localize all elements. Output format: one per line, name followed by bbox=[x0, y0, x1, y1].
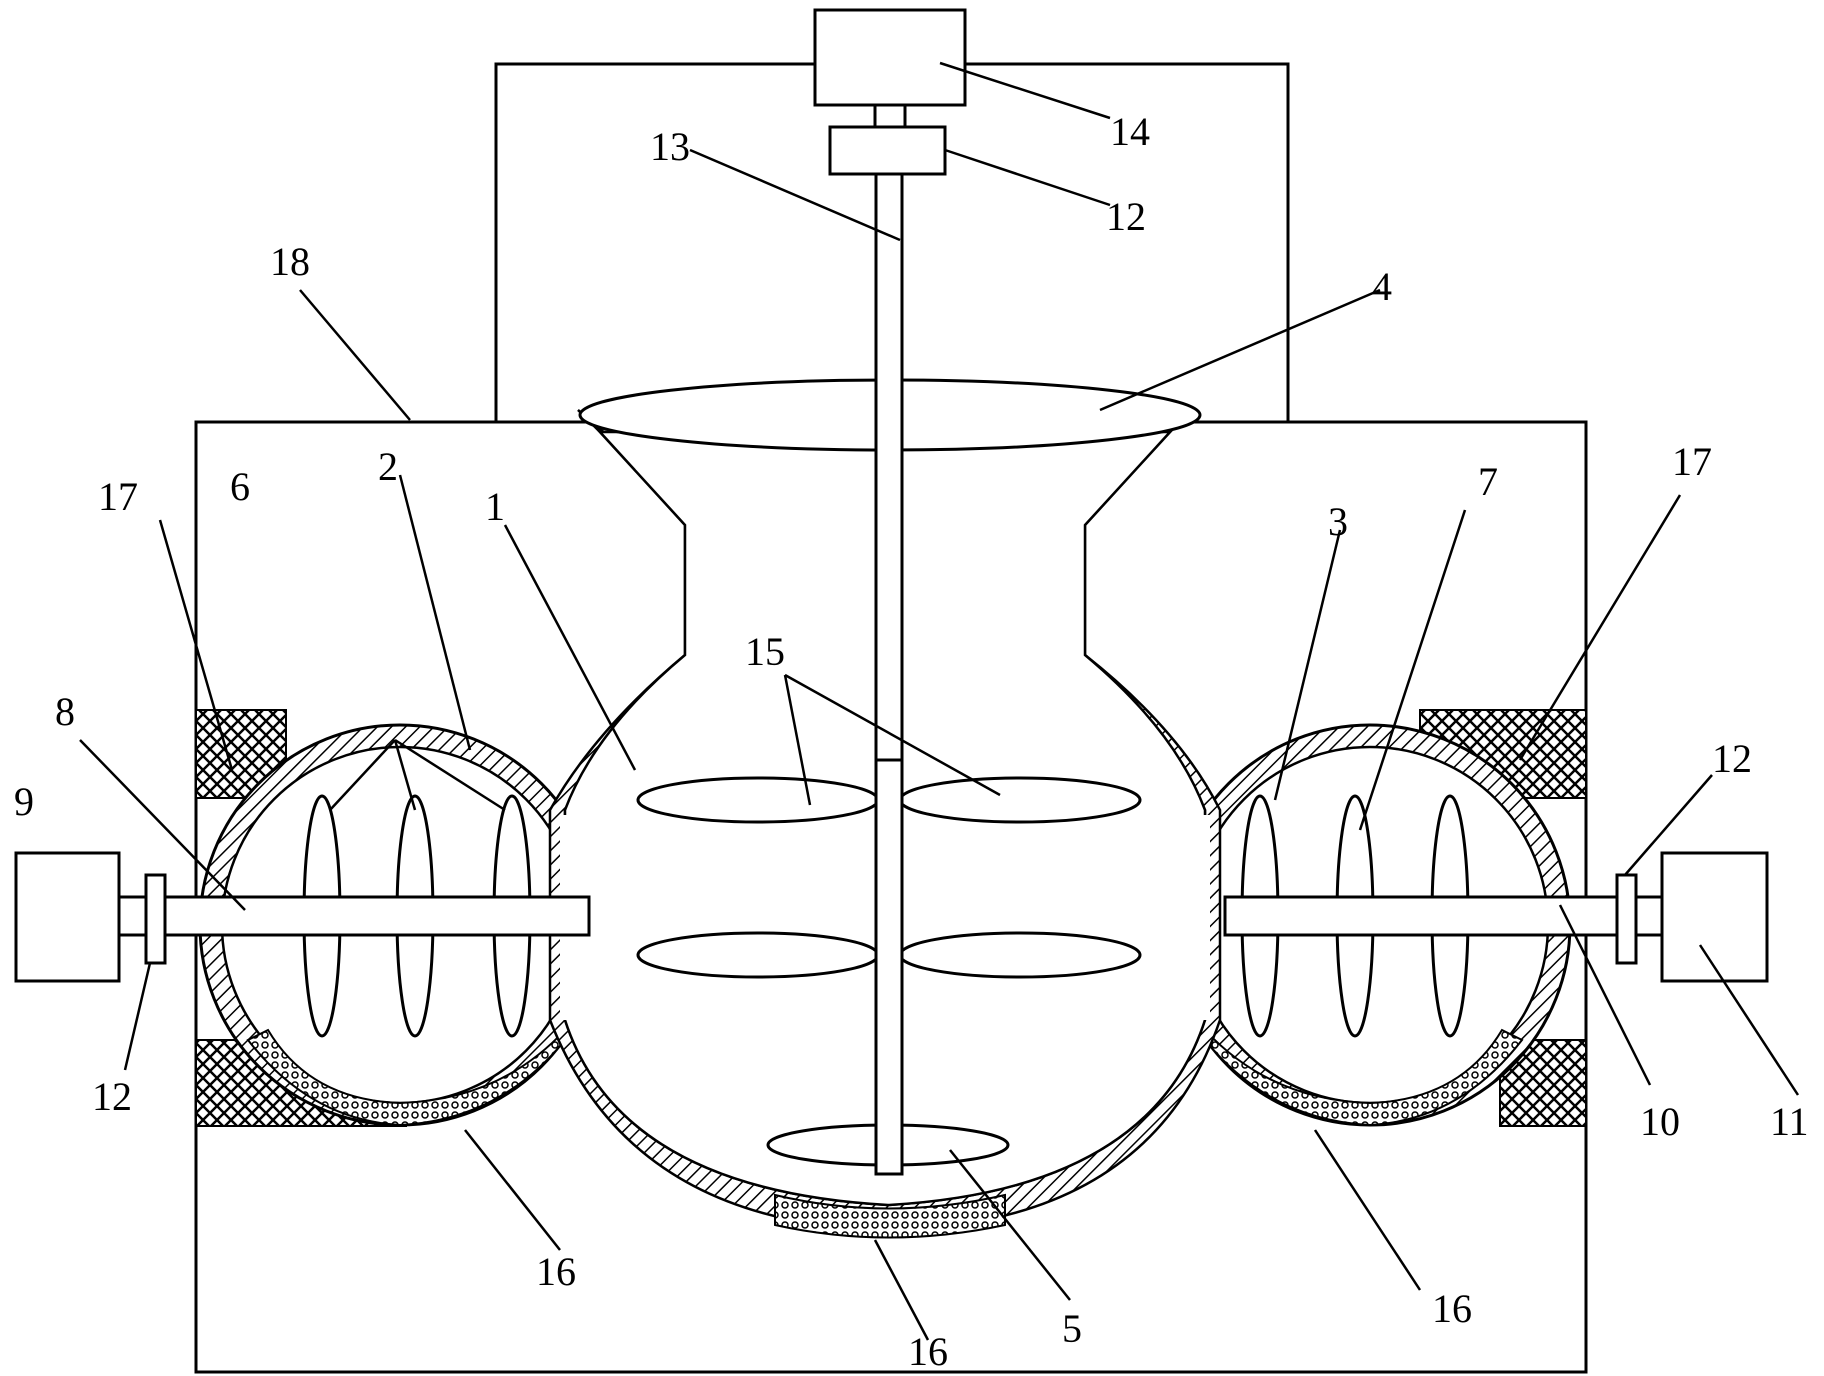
label-insulation-left: 17 bbox=[98, 474, 138, 519]
main-shaft-lower bbox=[874, 758, 904, 1176]
right-opening bbox=[1180, 815, 1210, 1020]
top-coupling bbox=[828, 125, 947, 176]
label-right-coupling: 12 bbox=[1712, 736, 1752, 781]
label-feed-hopper: 4 bbox=[1372, 264, 1392, 309]
label-right-motor: 11 bbox=[1770, 1099, 1809, 1144]
stirring-blade bbox=[636, 776, 880, 824]
label-left-motor: 9 bbox=[14, 779, 34, 824]
top-motor-neck bbox=[873, 103, 907, 129]
right-shaft-front bbox=[1223, 895, 1619, 937]
label-main-shaft: 13 bbox=[650, 124, 690, 169]
label-frame: 18 bbox=[270, 239, 310, 284]
label-left-shaft: 8 bbox=[55, 689, 75, 734]
right-heater bbox=[1204, 1027, 1524, 1127]
label-heater-left: 16 bbox=[536, 1249, 576, 1294]
left-motor bbox=[14, 851, 121, 983]
right-coupling bbox=[1615, 873, 1638, 965]
bottom-heater bbox=[774, 1193, 1006, 1239]
label-top-coupling: 12 bbox=[1106, 194, 1146, 239]
stirring-blade bbox=[898, 776, 1142, 824]
label-right-chamber: 3 bbox=[1328, 499, 1348, 544]
label-heater-right: 16 bbox=[1432, 1286, 1472, 1331]
label-main-vessel: 1 bbox=[485, 484, 505, 529]
stirring-blade bbox=[636, 931, 880, 979]
label-insulation-right: 17 bbox=[1672, 439, 1712, 484]
label-stirring-blades: 15 bbox=[745, 629, 785, 674]
label-left-coupling: 12 bbox=[92, 1074, 132, 1119]
label-right-blades: 7 bbox=[1478, 459, 1498, 504]
left-shaft-front bbox=[163, 895, 591, 937]
right-motor bbox=[1660, 851, 1769, 983]
label-right-shaft: 10 bbox=[1640, 1099, 1680, 1144]
top-motor bbox=[813, 8, 967, 107]
leader-lines bbox=[79, 61, 1800, 1341]
left-coupling bbox=[144, 873, 167, 965]
stirring-blade bbox=[898, 931, 1142, 979]
label-top-motor: 14 bbox=[1110, 109, 1150, 154]
label-left-blades: 6 bbox=[230, 464, 250, 509]
label-heater-bottom: 16 bbox=[908, 1329, 948, 1374]
label-bottom-paddle: 5 bbox=[1062, 1306, 1082, 1351]
label-left-chamber: 2 bbox=[378, 444, 398, 489]
